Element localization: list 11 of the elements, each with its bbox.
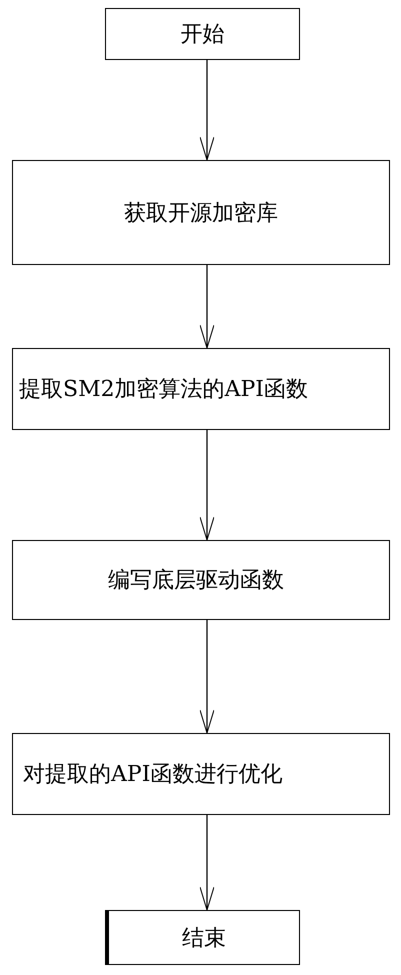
terminal-box: 结束 [105,910,300,965]
process-box: 提取SM2加密算法的API函数 [12,348,390,430]
arrow [200,265,214,348]
arrow [200,60,214,160]
arrow [200,815,214,910]
process-box: 获取开源加密库 [12,160,390,265]
arrow [200,620,214,734]
process-box: 对提取的API函数进行优化 [12,733,390,815]
terminal-box: 开始 [105,8,300,60]
arrow [200,430,214,540]
process-box: 编写底层驱动函数 [12,540,390,620]
